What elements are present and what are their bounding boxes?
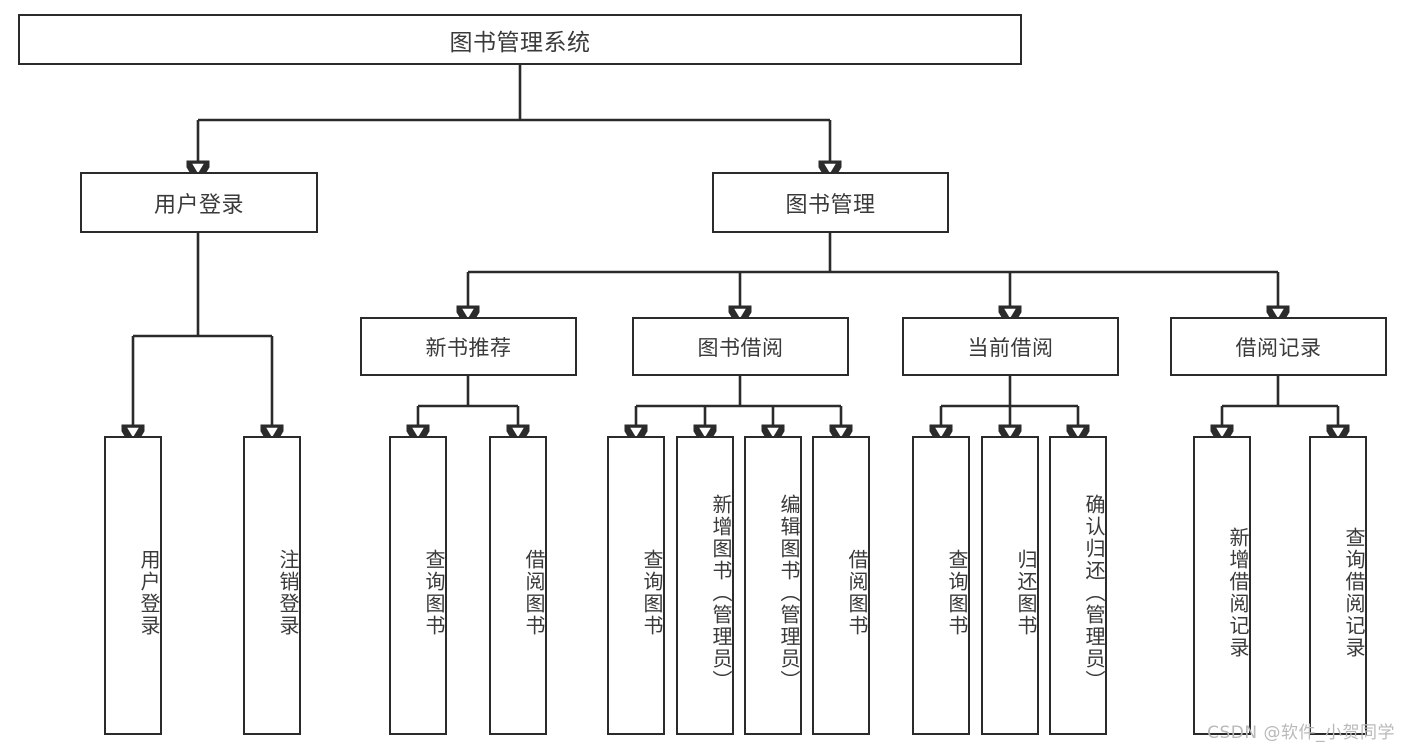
node-leaf-query-borrowing-record[interactable]: 查询借阅记录 — [1309, 436, 1367, 735]
node-label: 编辑图书（管理员） — [777, 493, 801, 692]
node-label: 用户登录 — [153, 192, 244, 218]
node-label: 图书管理系统 — [449, 29, 591, 56]
node-leaf-borrow-books-borrowing[interactable]: 借阅图书 — [812, 436, 870, 735]
node-book-borrowing[interactable]: 图书借阅 — [632, 317, 849, 376]
node-label: 查询图书 — [422, 548, 446, 637]
watermark-csdn: CSDN @软件_小贺同学 — [1207, 723, 1395, 743]
node-user-login[interactable]: 用户登录 — [80, 172, 318, 233]
node-label: 新书推荐 — [425, 335, 512, 360]
node-current-borrowing[interactable]: 当前借阅 — [902, 317, 1119, 376]
node-leaf-query-books-recommendation[interactable]: 查询图书 — [389, 436, 447, 735]
node-leaf-logout[interactable]: 注销登录 — [243, 436, 301, 735]
node-label: 查询图书 — [945, 548, 969, 637]
node-leaf-borrow-books-recommendation[interactable]: 借阅图书 — [489, 436, 547, 735]
node-label: 查询借阅记录 — [1342, 526, 1366, 659]
node-label: 借阅图书 — [522, 548, 546, 637]
node-leaf-add-book-admin[interactable]: 新增图书（管理员） — [676, 436, 734, 735]
node-leaf-query-books-borrowing[interactable]: 查询图书 — [607, 436, 665, 735]
node-leaf-edit-book-admin[interactable]: 编辑图书（管理员） — [744, 436, 802, 735]
node-label: 用户登录 — [137, 548, 161, 637]
node-borrowing-records[interactable]: 借阅记录 — [1170, 317, 1387, 376]
node-book-management[interactable]: 图书管理 — [712, 172, 949, 233]
node-label: 当前借阅 — [967, 335, 1054, 360]
node-label: 新增图书（管理员） — [709, 493, 733, 692]
node-leaf-return-books[interactable]: 归还图书 — [981, 436, 1039, 735]
node-label: 查询图书 — [640, 548, 664, 637]
node-label: 确认归还（管理员） — [1082, 493, 1106, 692]
node-label: 注销登录 — [276, 548, 300, 637]
node-label: 图书借阅 — [697, 335, 784, 360]
node-leaf-confirm-return-admin[interactable]: 确认归还（管理员） — [1049, 436, 1107, 735]
node-root-book-management-system[interactable]: 图书管理系统 — [18, 14, 1022, 65]
node-new-book-recommendation[interactable]: 新书推荐 — [360, 317, 577, 376]
node-leaf-query-books-current[interactable]: 查询图书 — [912, 436, 970, 735]
node-leaf-add-borrowing-record[interactable]: 新增借阅记录 — [1193, 436, 1251, 735]
node-label: 图书管理 — [785, 192, 876, 218]
node-leaf-user-login[interactable]: 用户登录 — [104, 436, 162, 735]
node-label: 借阅图书 — [845, 548, 869, 637]
node-label: 借阅记录 — [1235, 335, 1322, 360]
node-label: 新增借阅记录 — [1226, 526, 1250, 659]
node-label: 归还图书 — [1014, 548, 1038, 637]
